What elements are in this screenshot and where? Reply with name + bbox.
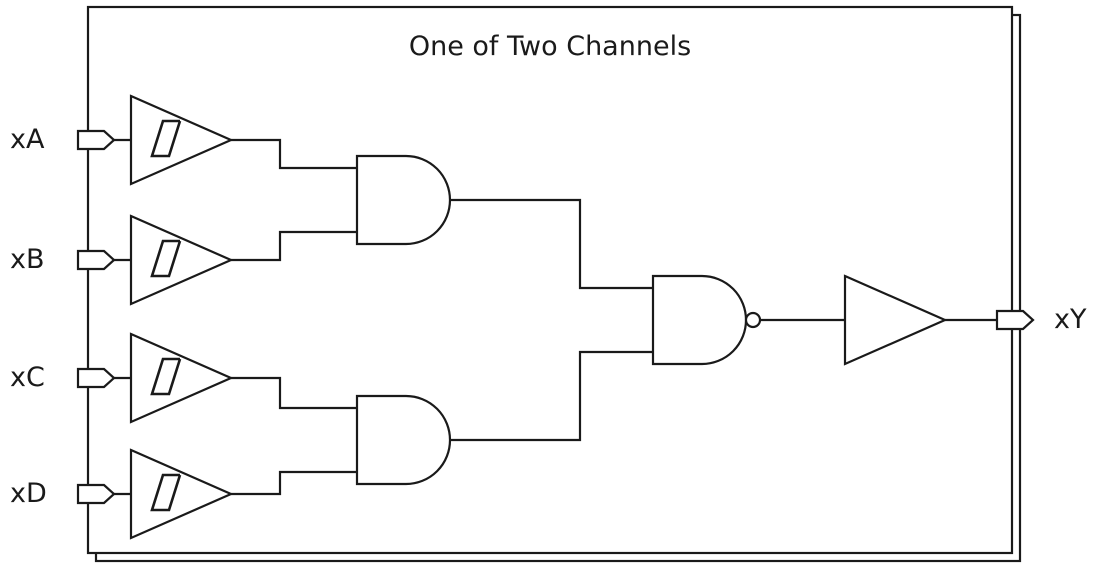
wire-bufferD-to-and-bottom (231, 470, 357, 496)
schmitt-buffer-xA[interactable] (129, 94, 234, 186)
input-pin-xC[interactable] (76, 367, 116, 389)
wire-bufferC-to-and-bottom (231, 376, 357, 410)
nand-inversion-bubble-icon (744, 311, 762, 329)
input-pin-xA[interactable] (76, 129, 116, 151)
wire-bufferA-to-and-top (231, 138, 357, 170)
output-label-xY: xY (1054, 304, 1087, 335)
input-label-xD: xD (10, 478, 47, 509)
and-gate-top[interactable] (355, 154, 452, 246)
schmitt-buffer-xC[interactable] (129, 332, 234, 424)
input-label-xB: xB (10, 244, 45, 275)
output-buffer[interactable] (843, 274, 948, 366)
schmitt-buffer-xB[interactable] (129, 214, 234, 306)
input-label-xC: xC (10, 362, 45, 393)
wire-and-bottom-to-nand (450, 350, 653, 442)
input-pin-xD[interactable] (76, 483, 116, 505)
schmitt-buffer-xD[interactable] (129, 448, 234, 540)
input-pin-xB[interactable] (76, 249, 116, 271)
nand-gate-output[interactable] (651, 274, 762, 366)
output-pin-xY[interactable] (995, 309, 1035, 331)
diagram-title: One of Two Channels (408, 31, 692, 62)
wire-bufferB-to-and-top (231, 230, 357, 262)
and-gate-bottom[interactable] (355, 394, 452, 486)
front-channel-box (86, 5, 1014, 555)
input-label-xA: xA (10, 124, 45, 155)
wire-and-top-to-nand (450, 198, 653, 290)
